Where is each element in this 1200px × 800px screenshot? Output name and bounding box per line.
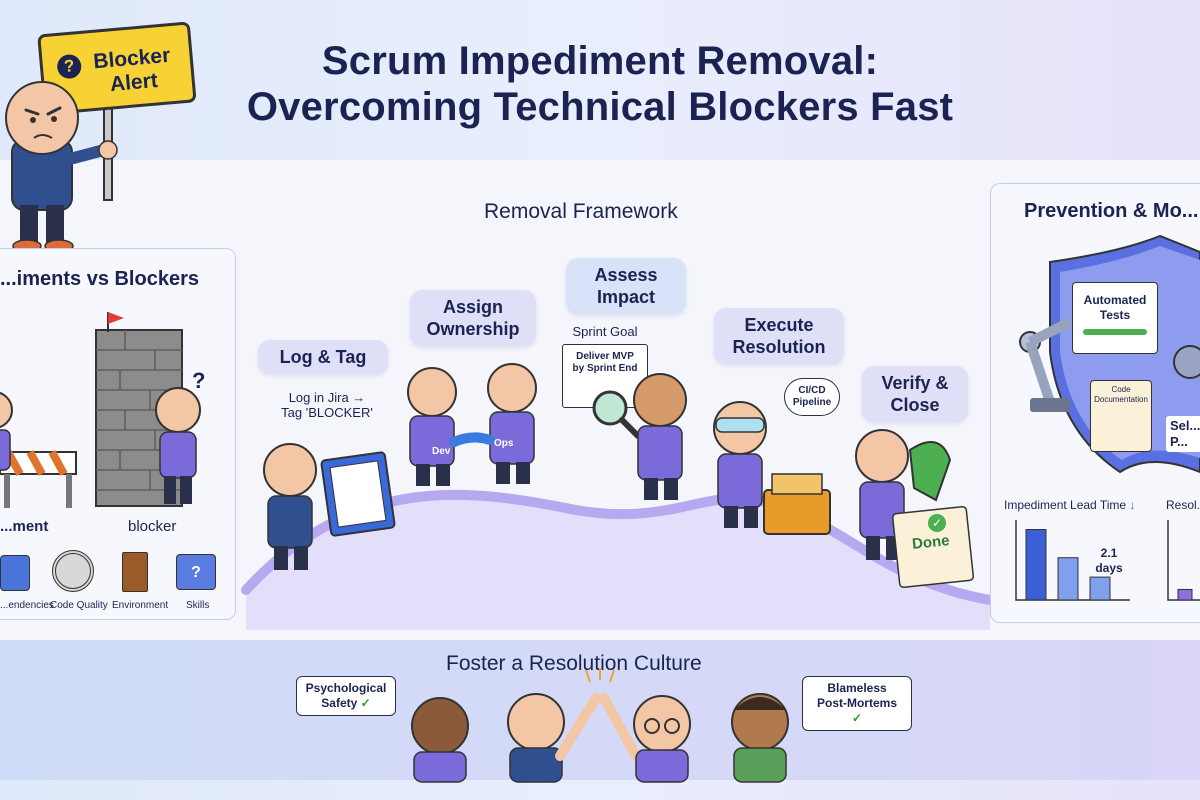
impediment-label: ...ment: [0, 518, 49, 535]
question-mark: ?: [192, 368, 206, 393]
cicd-line-2: Pipeline: [792, 397, 832, 408]
log-note-line-1: Log in Jira →: [288, 390, 366, 405]
resolution-chart: [1167, 520, 1200, 601]
step-assign-line-1: Assign: [442, 297, 503, 317]
log-note-line-2: Tag 'BLOCKER': [281, 405, 373, 420]
step-assess-impact: Assess Impact: [566, 258, 686, 314]
culture-title: Foster a Resolution Culture: [446, 652, 702, 675]
cicd-bubble: CI/CD Pipeline: [784, 378, 840, 416]
magnifier-icon: [592, 390, 641, 439]
category-environment: Environment: [112, 600, 169, 611]
category-skills: Skills: [186, 600, 210, 611]
code-doc-line-2: Documentation: [1094, 395, 1148, 404]
step-execute-resolution: Execute Resolution: [714, 308, 844, 364]
blameless-postmortems-bubble: Blameless Post-Mortems ✓: [802, 676, 912, 731]
chart-bar: [1025, 529, 1047, 601]
done-check-icon: ✓: [928, 514, 946, 532]
psychological-safety-bubble: Psychological Safety ✓: [296, 676, 396, 716]
step-log-and-tag-label: Log & Tag: [279, 347, 367, 367]
step-assess-line-2: Impact: [596, 287, 656, 307]
code-documentation-scroll: Code Documentation: [1090, 380, 1152, 452]
chart1-annotation-value: 2.1: [1100, 546, 1118, 560]
self-label-line-2: P...: [1170, 434, 1188, 449]
bubble-right-line-2: Post-Mortems: [816, 696, 897, 710]
chart1-title-text: Impediment Lead Time: [1004, 498, 1127, 512]
code-quality-icon: [52, 550, 94, 592]
culture-band: [0, 640, 1200, 780]
step-verify-line-2: Close: [890, 395, 940, 415]
chart1-title: Impediment Lead Time ↓: [1004, 498, 1135, 513]
sprint-card-line-2: by Sprint End: [572, 363, 638, 374]
down-arrow-icon: ↓: [1129, 498, 1136, 512]
blocker-alert-sign: ? Blocker Alert: [49, 32, 195, 114]
sprint-goal-label: Sprint Goal: [572, 324, 638, 339]
step-verify-close: Verify & Close: [862, 366, 968, 422]
handshake-dev-label: Dev: [432, 446, 451, 457]
dependencies-icon: [0, 555, 30, 591]
cicd-line-1: CI/CD: [798, 385, 826, 396]
bubble-left-line-1: Psychological: [305, 681, 387, 695]
culture-people: [411, 668, 789, 783]
step-assign-ownership: Assign Ownership: [410, 290, 536, 346]
automated-tests-line-2: Tests: [1099, 308, 1131, 322]
chart-axis: [1167, 520, 1200, 601]
handshake-ops-label: Ops: [494, 438, 514, 449]
skills-icon: ?: [176, 554, 216, 590]
step-execute-line-2: Resolution: [732, 337, 826, 357]
automated-tests-card: Automated Tests: [1072, 282, 1158, 354]
check-icon: ✓: [851, 711, 863, 725]
step-log-and-tag: Log & Tag: [258, 340, 388, 374]
self-service-label: Sel... P...: [1166, 416, 1200, 452]
framework-title: Removal Framework: [484, 200, 678, 223]
title-line-2: Overcoming Technical Blockers Fast: [246, 85, 954, 129]
chart1-annotation-unit: days: [1095, 561, 1123, 575]
chart-bar: [1089, 576, 1111, 601]
check-icon: ✓: [360, 696, 371, 710]
environment-icon: [122, 552, 148, 592]
step-execute-line-1: Execute: [744, 315, 814, 335]
framework-people: [263, 363, 975, 589]
category-code-quality: Code Quality: [50, 600, 108, 611]
chart-bar: [1057, 557, 1079, 601]
chart1-annotation: 2.1 days: [1094, 546, 1124, 576]
bubble-left-line-2: Safety: [321, 696, 358, 710]
right-panel-title: Prevention & Mo...: [1024, 200, 1199, 222]
sprint-card-line-1: Deliver MVP: [576, 351, 634, 362]
impediment-lead-time-chart: [1015, 520, 1130, 601]
page-title: Scrum Impediment Removal: Overcoming Tec…: [0, 38, 1200, 130]
test-progress-bar: [1083, 329, 1147, 335]
category-dependencies: ...endencies: [0, 600, 54, 611]
step-assess-line-1: Assess: [594, 265, 658, 285]
step-assign-line-2: Ownership: [426, 319, 520, 339]
bubble-right-line-1: Blameless: [827, 681, 887, 695]
chart-bar: [1177, 588, 1193, 601]
log-note: Log in Jira → Tag 'BLOCKER': [262, 390, 392, 420]
left-panel-title: ...iments vs Blockers: [0, 268, 199, 290]
blocker-label: blocker: [128, 518, 177, 535]
title-line-1: Scrum Impediment Removal:: [321, 39, 879, 83]
blocker-wall-illustration: [0, 312, 201, 508]
chart2-title: Resol...: [1166, 498, 1200, 512]
code-doc-line-1: Code: [1111, 385, 1131, 394]
step-verify-line-1: Verify &: [881, 373, 949, 393]
automated-tests-line-1: Automated: [1083, 293, 1147, 307]
self-label-line-1: Sel...: [1170, 418, 1200, 433]
